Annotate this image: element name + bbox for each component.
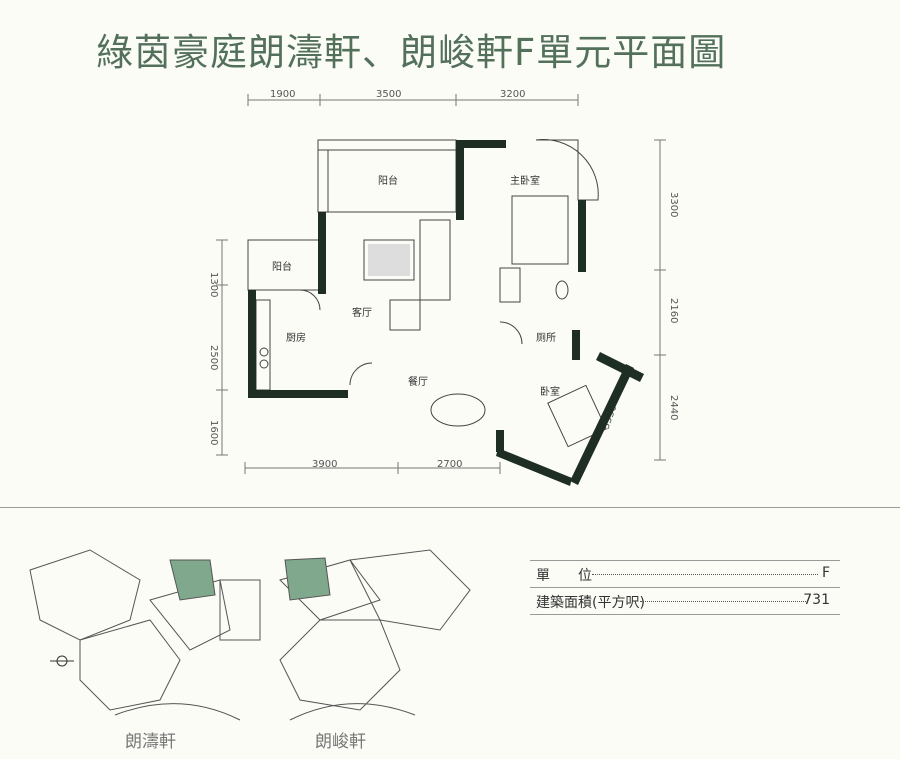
unit-highlight-left: [169, 559, 216, 601]
page-title: 綠茵豪庭朗濤軒、朗峻軒F單元平面圖: [96, 31, 727, 74]
walls: [248, 140, 644, 486]
tower-label-1: 朗濤軒: [125, 732, 176, 752]
area-row: 建築面積(平方呎) 731: [530, 588, 840, 615]
room-master-bedroom: 主卧室: [510, 174, 540, 187]
bay-window: [535, 139, 599, 201]
room-balcony-side: 阳台: [272, 260, 292, 273]
sofa: [419, 219, 451, 301]
coffee-table: [363, 239, 415, 281]
dim-left-2: 2500: [208, 345, 219, 370]
room-dining: 餐厅: [408, 375, 428, 388]
dim-top-2: 3500: [376, 89, 401, 100]
room-bathroom: 厕所: [536, 332, 556, 344]
armchair: [389, 299, 421, 331]
unit-label: 單 位: [536, 568, 592, 584]
floor-plan: 1900 3500 3200 1300 2500 1600 3300 2160 …: [208, 89, 679, 486]
dim-right-3: 2440: [668, 395, 679, 420]
dim-bottom-1: 3900: [312, 459, 337, 470]
tower-label-2: 朗峻軒: [315, 732, 366, 752]
toilet: [555, 280, 569, 300]
room-balcony-main: 阳台: [378, 174, 398, 187]
section-divider: [0, 507, 900, 508]
area-label: 建築面積(平方呎): [536, 595, 645, 611]
key-plan: [29, 549, 471, 721]
dim-right-2: 2160: [668, 298, 679, 323]
dimension-lines: [216, 94, 666, 474]
dim-left-3: 1600: [208, 420, 219, 445]
unit-row: 單 位 F: [530, 560, 840, 588]
master-bed: [511, 195, 569, 265]
area-value: 731: [803, 592, 830, 608]
dim-top-1: 1900: [270, 89, 295, 100]
dim-right-1: 3300: [668, 192, 679, 217]
unit-highlight-right: [284, 557, 331, 601]
dim-top-3: 3200: [500, 89, 525, 100]
room-living: 客厅: [352, 306, 372, 319]
unit-value: F: [821, 565, 830, 581]
bath-counter: [499, 267, 521, 303]
room-bedroom: 卧室: [540, 385, 560, 398]
room-kitchen: 厨房: [286, 331, 306, 344]
kitchen-counter: [255, 299, 271, 391]
dim-left-1: 1300: [208, 272, 219, 297]
dining-table: [430, 393, 486, 427]
unit-info-table: 單 位 F 建築面積(平方呎) 731: [530, 560, 840, 615]
bed: [547, 384, 607, 448]
dim-bottom-2: 2700: [437, 459, 462, 470]
